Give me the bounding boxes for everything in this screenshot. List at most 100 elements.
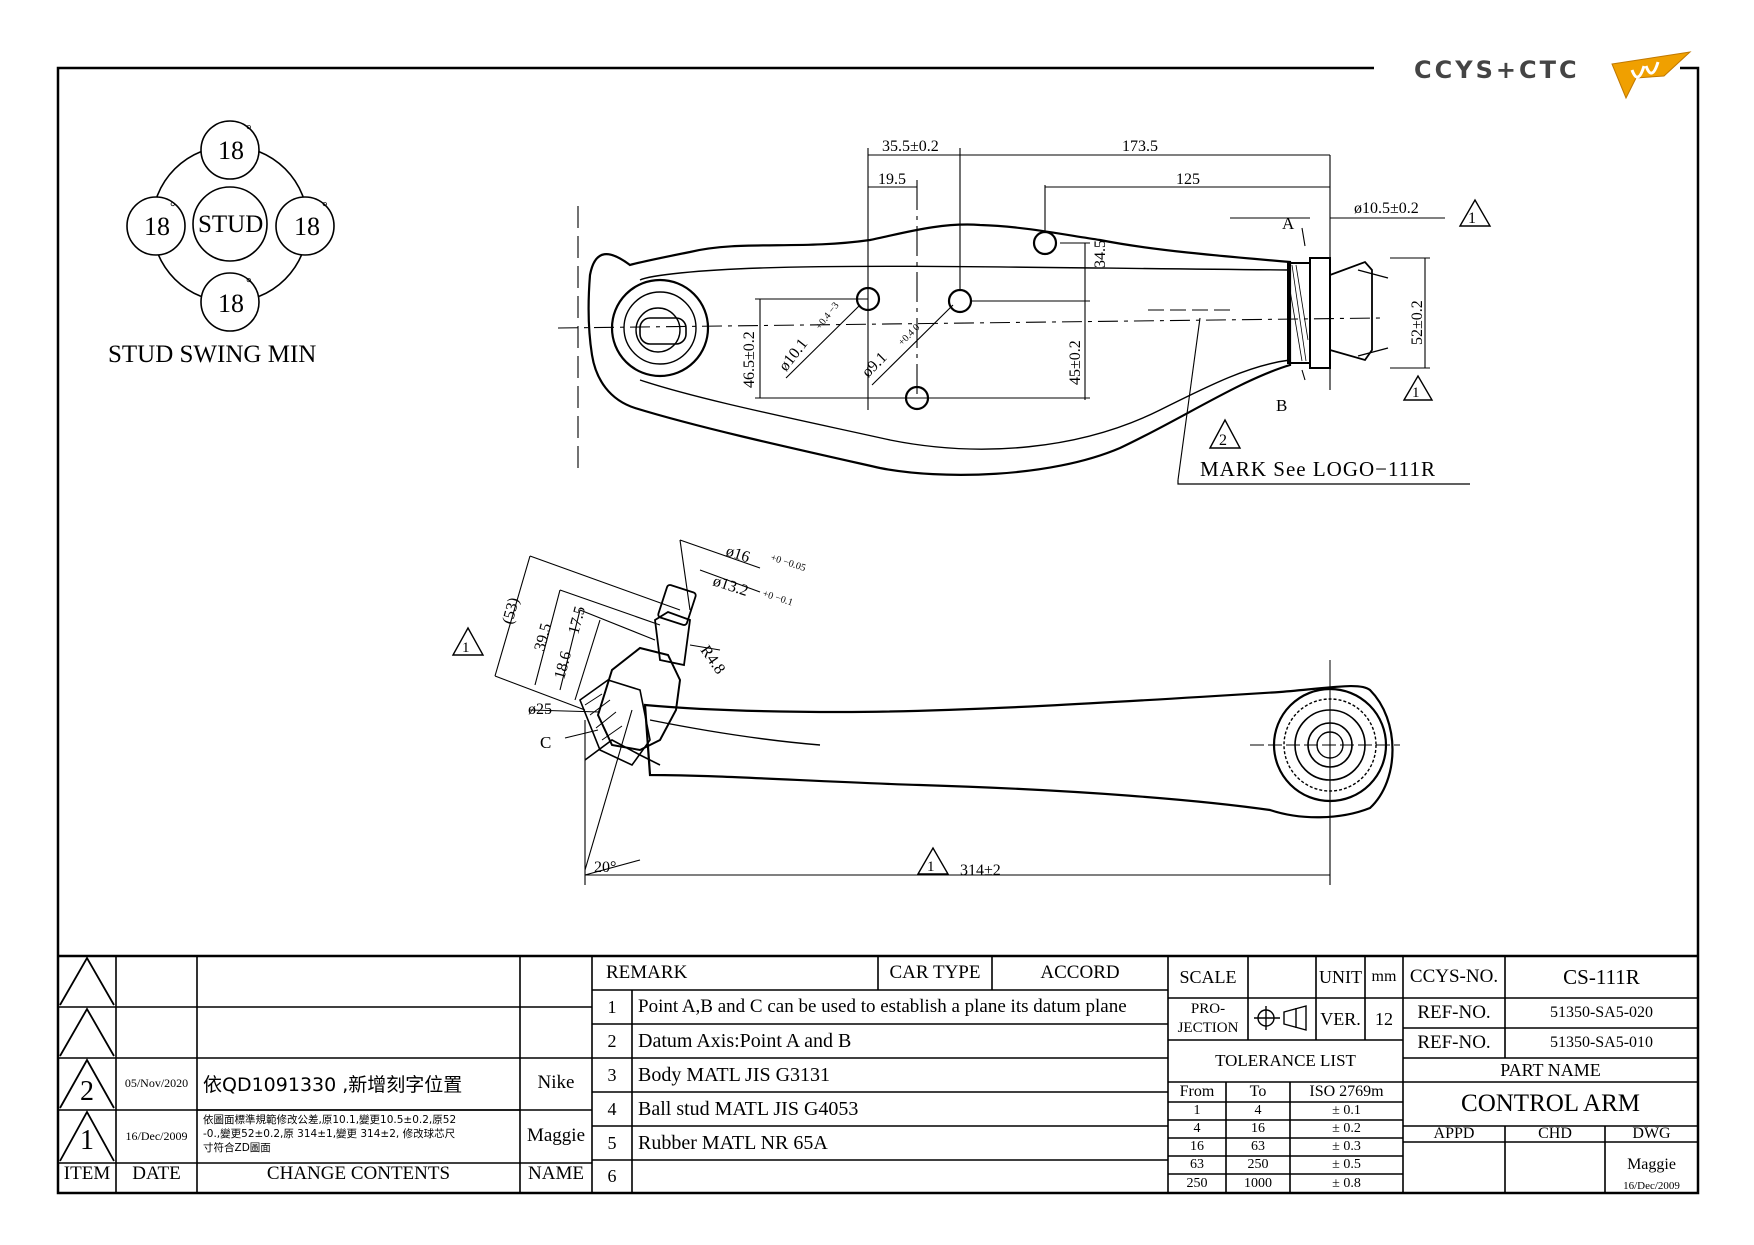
revision-triangle xyxy=(916,846,950,875)
degree-mark: ° xyxy=(322,200,328,215)
swing-bottom-value: 18 xyxy=(218,289,244,318)
tolerance-header-from: From xyxy=(1179,1083,1215,1100)
ref-no-label-2: REF-NO. xyxy=(1417,1032,1491,1053)
part-name-label: PART NAME xyxy=(1500,1059,1601,1080)
dim-25: ø25 xyxy=(528,701,552,718)
dim-314: 314±2 xyxy=(960,862,1001,879)
arm-side-view xyxy=(579,584,1400,880)
revision-triangles-top xyxy=(1208,198,1492,449)
revision-number: 1 xyxy=(1468,210,1476,227)
dim-9-1-tolerance: +0.4 0 xyxy=(896,322,922,348)
dim-16: ø16 xyxy=(724,543,752,567)
chd-label: CHD xyxy=(1538,1126,1572,1142)
swing-center-circle xyxy=(192,186,268,262)
car-type-value: ACCORD xyxy=(1040,962,1120,983)
ver-label: VER. xyxy=(1320,1008,1361,1029)
stud-swing-caption: STUD SWING MIN xyxy=(108,341,316,368)
remark-no: 2 xyxy=(607,1030,617,1051)
tolerance-to: 63 xyxy=(1251,1139,1265,1154)
tolerance-to: 16 xyxy=(1251,1121,1265,1136)
projection-label-1: PRO- xyxy=(1190,1000,1226,1017)
remark-no: 1 xyxy=(607,996,617,1017)
tolerance-from: 63 xyxy=(1190,1157,1204,1172)
header-date: DATE xyxy=(132,1162,181,1184)
dim-19-5: 19.5 xyxy=(878,171,906,188)
remark-text: Datum Axis:Point A and B xyxy=(638,1029,852,1052)
tolerance-from: 250 xyxy=(1186,1175,1208,1191)
point-c-label: C xyxy=(540,733,551,752)
ball-joint-housing xyxy=(610,278,710,378)
ball-stud-head xyxy=(657,584,697,626)
change-content-1-line1: 依圖面標準規範修改公差,原10.1,變更10.5±0.2,原52 xyxy=(203,1113,457,1126)
point-a-label: A xyxy=(1282,214,1295,233)
dim-10-1: ø10.1 xyxy=(776,336,812,375)
remark-no: 4 xyxy=(607,1098,617,1119)
part-name-value: CONTROL ARM xyxy=(1461,1090,1640,1117)
scale-label: SCALE xyxy=(1179,966,1237,987)
degree-mark: ° xyxy=(246,123,252,138)
header-contents: CHANGE CONTENTS xyxy=(266,1162,451,1184)
remark-no: 5 xyxy=(607,1132,617,1153)
tolerance-from: 16 xyxy=(1190,1139,1204,1154)
hole xyxy=(1032,230,1058,256)
ref-no-label-1: REF-NO. xyxy=(1417,1002,1491,1023)
revision-number: 1 xyxy=(1412,385,1420,401)
dim-173-5: 173.5 xyxy=(1122,138,1158,155)
tolerance-to: 1000 xyxy=(1244,1175,1272,1191)
revision-number: 1 xyxy=(462,640,470,656)
header-name: NAME xyxy=(528,1162,584,1184)
dwg-date: 16/Dec/2009 xyxy=(1623,1179,1680,1192)
swing-bottom-circle xyxy=(200,272,260,332)
side-dimension-lines xyxy=(494,539,1331,885)
revision-number: 2 xyxy=(1219,432,1227,449)
dim-52: 52±0.2 xyxy=(1409,300,1426,345)
ccys-no-value: CS-111R xyxy=(1563,964,1640,989)
remark-text: Body MATL JIS G3131 xyxy=(638,1063,831,1086)
dim-20-deg: 20° xyxy=(594,859,616,876)
car-type-label: CAR TYPE xyxy=(889,962,981,983)
tolerance-to: 4 xyxy=(1254,1103,1262,1118)
tolerance-to: 250 xyxy=(1247,1157,1269,1172)
revision-number: 1 xyxy=(927,859,935,875)
hole xyxy=(947,288,973,314)
tolerance-header-to: To xyxy=(1249,1083,1267,1100)
dim-r4-8: R4.8 xyxy=(697,643,729,678)
dim-53: (53) xyxy=(499,596,522,626)
change-name-1: Maggie xyxy=(526,1125,586,1146)
ref-no-value-1: 51350-SA5-020 xyxy=(1549,1004,1654,1021)
remark-no: 3 xyxy=(607,1064,617,1085)
change-date-1: 16/Dec/2009 xyxy=(125,1128,188,1143)
change-content-1-line3: 寸符合ZD圖面 xyxy=(203,1141,271,1154)
stud-swing-diagram xyxy=(126,120,335,332)
change-content-1-line2: -0.,變更52±0.2,原 314±1,變更 314±2, 修改球芯尺 xyxy=(203,1127,456,1140)
ball-stud-neck xyxy=(654,611,691,667)
dim-34-5: 34.5 xyxy=(1092,240,1109,268)
tolerance-header-iso: ISO 2769m xyxy=(1309,1083,1384,1100)
change-table-triangles xyxy=(59,956,115,1162)
bushing-flange xyxy=(1309,257,1331,369)
ball-stud xyxy=(639,317,687,345)
dim-46-5: 46.5±0.2 xyxy=(741,331,758,388)
tolerance-value: ± 0.3 xyxy=(1332,1139,1361,1154)
header-item: ITEM xyxy=(63,1162,111,1184)
swing-right-circle xyxy=(275,196,335,256)
tolerance-from: 1 xyxy=(1193,1103,1201,1118)
unit-label: UNIT xyxy=(1319,966,1362,987)
swing-top-circle xyxy=(200,120,260,180)
projection-label-2: JECTION xyxy=(1177,1019,1239,1036)
remark-text: Rubber MATL NR 65A xyxy=(638,1131,828,1154)
dim-17-5: 17.5 xyxy=(565,605,589,636)
title-block: ITEM DATE CHANGE CONTENTS NAME 2 05/Nov/… xyxy=(58,956,1698,1193)
swing-center-label: STUD xyxy=(198,211,263,238)
tolerance-from: 4 xyxy=(1193,1121,1201,1136)
mark-note: MARK See LOGO−111R xyxy=(1200,457,1436,481)
degree-mark: ° xyxy=(170,200,176,215)
ref-no-value-2: 51350-SA5-010 xyxy=(1549,1034,1654,1051)
tolerance-value: ± 0.2 xyxy=(1332,1121,1361,1136)
remark-header: REMARK xyxy=(606,962,688,983)
tolerance-value: ± 0.5 xyxy=(1332,1157,1361,1172)
swing-left-circle xyxy=(126,196,186,256)
title-block-grid xyxy=(58,956,1698,1193)
dim-39-5: 39.5 xyxy=(531,622,555,653)
